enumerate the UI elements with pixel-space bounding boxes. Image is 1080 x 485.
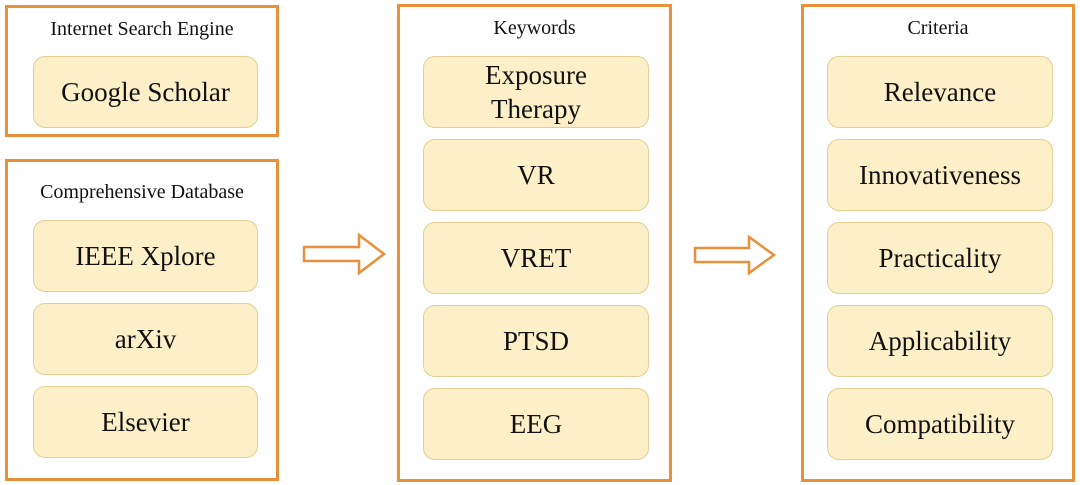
criterion-applicability: Applicability	[827, 305, 1053, 377]
criterion-innovativeness: Innovativeness	[827, 139, 1053, 211]
criterion-relevance: Relevance	[827, 56, 1053, 128]
right-arrow-icon	[693, 234, 777, 276]
keyword-exposure-therapy: Exposure Therapy	[423, 56, 649, 128]
database-group: Comprehensive Database IEEE Xplore arXiv…	[5, 159, 279, 481]
database-title: Comprehensive Database	[40, 181, 244, 203]
right-arrow-icon	[302, 232, 387, 276]
criterion-compatibility: Compatibility	[827, 388, 1053, 460]
source-elsevier: Elsevier	[33, 386, 258, 458]
source-google-scholar: Google Scholar	[33, 56, 258, 128]
keyword-exposure-therapy-label: Exposure Therapy	[485, 60, 587, 124]
criteria-group: Criteria Relevance Innovativeness Practi…	[801, 4, 1075, 482]
keyword-vr: VR	[423, 139, 649, 211]
criterion-practicality: Practicality	[827, 222, 1053, 294]
source-arxiv: arXiv	[33, 303, 258, 375]
search-engine-title: Internet Search Engine	[50, 18, 234, 40]
criteria-title: Criteria	[907, 17, 969, 39]
search-engine-group: Internet Search Engine Google Scholar	[5, 5, 279, 137]
keywords-group: Keywords Exposure Therapy VR VRET PTSD E…	[397, 4, 672, 482]
keywords-title: Keywords	[493, 17, 576, 39]
keyword-ptsd: PTSD	[423, 305, 649, 377]
keyword-eeg: EEG	[423, 388, 649, 460]
keyword-vret: VRET	[423, 222, 649, 294]
source-ieee-xplore: IEEE Xplore	[33, 220, 258, 292]
